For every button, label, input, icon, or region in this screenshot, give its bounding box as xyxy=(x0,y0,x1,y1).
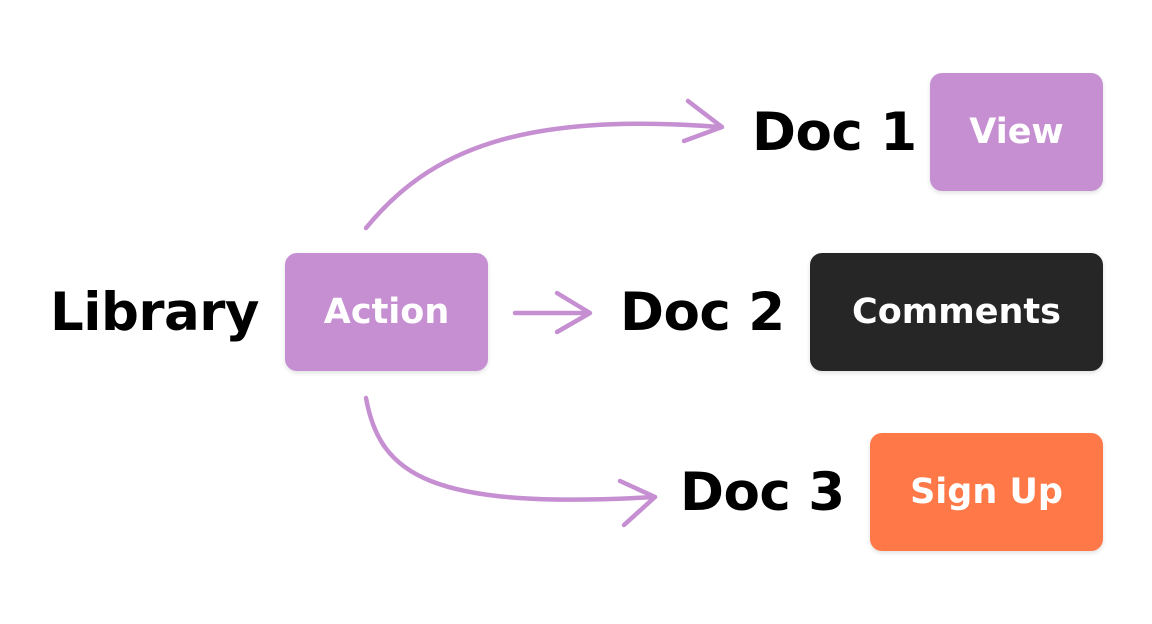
doc3-label: Doc 3 xyxy=(680,462,845,523)
comments-button[interactable]: Comments xyxy=(810,253,1103,371)
arrow-to-doc1-shaft xyxy=(363,121,723,231)
view-button[interactable]: View xyxy=(930,73,1103,191)
arrow-to-doc2 xyxy=(512,290,593,335)
arrow-to-doc3-shaft xyxy=(363,395,658,502)
arrow-to-doc1-head xyxy=(681,98,725,144)
doc1-label: Doc 1 xyxy=(752,102,917,163)
arrow-to-doc3 xyxy=(363,395,658,528)
arrow-to-doc3-head xyxy=(617,478,658,528)
arrow-to-doc1 xyxy=(363,98,725,231)
doc2-label: Doc 2 xyxy=(620,282,785,343)
action-button[interactable]: Action xyxy=(285,253,488,371)
arrow-to-doc2-head xyxy=(554,290,593,335)
library-label: Library xyxy=(50,282,259,343)
sign-up-button[interactable]: Sign Up xyxy=(870,433,1103,551)
